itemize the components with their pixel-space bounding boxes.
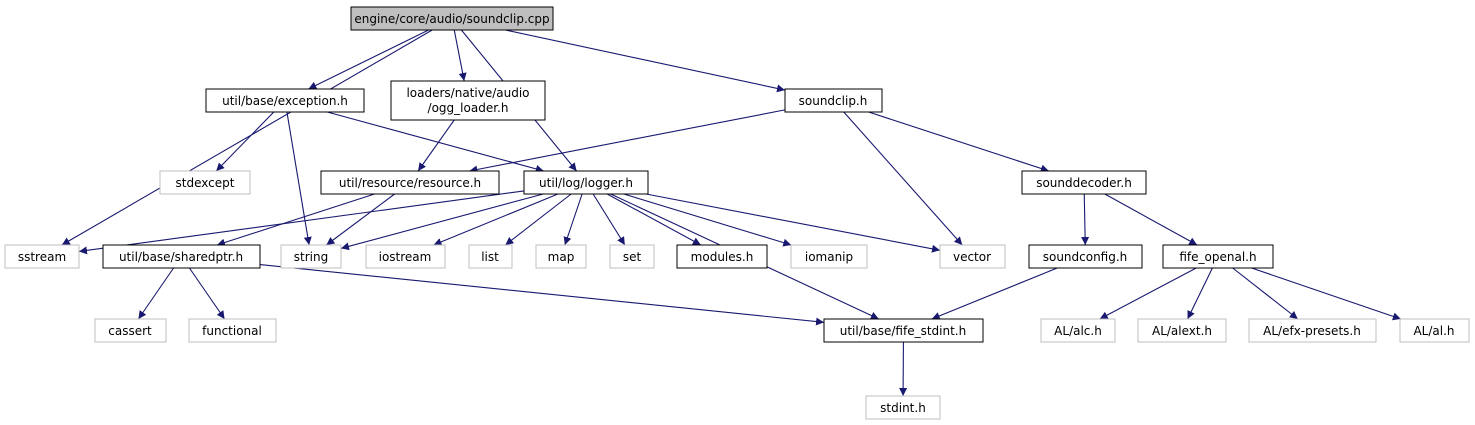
edge-resource-to-string — [326, 193, 395, 246]
node-label: map — [548, 250, 575, 264]
node-functional[interactable]: functional — [188, 318, 277, 343]
node-root[interactable]: engine/core/audio/soundclip.cpp — [350, 6, 554, 31]
edge-logger-to-sstream — [78, 190, 525, 255]
node-sounddecoder[interactable]: sounddecoder.h — [1021, 170, 1147, 195]
node-stdint[interactable]: stdint.h — [865, 395, 941, 420]
edge-openal-to-alc — [1099, 267, 1197, 320]
node-label: AL/efx-presets.h — [1263, 324, 1361, 338]
edge-root-to-sstream — [61, 29, 433, 246]
edge-sharedptr-to-functional — [188, 267, 226, 320]
node-al-alext[interactable]: AL/alext.h — [1137, 318, 1227, 343]
node-fife-stdint[interactable]: util/base/fife_stdint.h — [823, 318, 984, 343]
node-resource[interactable]: util/resource/resource.h — [320, 170, 500, 195]
edge-logger-to-modules — [606, 193, 702, 246]
edge-logger-to-list — [505, 193, 572, 246]
node-label: functional — [202, 324, 262, 338]
node-label: cassert — [108, 324, 152, 338]
node-label: vector — [953, 250, 991, 264]
node-label: stdint.h — [880, 401, 926, 415]
node-label: set — [623, 250, 642, 264]
node-map[interactable]: map — [535, 244, 587, 269]
node-exception[interactable]: util/base/exception.h — [205, 88, 365, 113]
node-label: util/base/fife_stdint.h — [840, 324, 966, 338]
node-al-al[interactable]: AL/al.h — [1399, 318, 1470, 343]
node-set[interactable]: set — [609, 244, 655, 269]
node-label: string — [294, 250, 328, 264]
node-modules[interactable]: modules.h — [676, 244, 768, 269]
node-label: AL/al.h — [1413, 324, 1454, 338]
node-string[interactable]: string — [280, 244, 342, 269]
node-label: iomanip — [805, 250, 853, 264]
edge-logger-to-vector — [645, 193, 941, 253]
node-vector[interactable]: vector — [939, 244, 1006, 269]
edge-resource-to-sharedptr — [216, 193, 375, 247]
node-label: list — [481, 250, 499, 264]
node-label: util/log/logger.h — [539, 176, 633, 190]
node-label: iostream — [379, 250, 432, 264]
node-label: stdexcept — [176, 176, 235, 190]
node-iomanip[interactable]: iomanip — [790, 244, 868, 269]
edges — [61, 29, 1402, 397]
node-sharedptr[interactable]: util/base/sharedptr.h — [102, 244, 261, 269]
edge-sounddecoder-to-openal — [1104, 193, 1198, 246]
node-stdexcept[interactable]: stdexcept — [159, 170, 251, 195]
node-al-alc[interactable]: AL/alc.h — [1040, 318, 1116, 343]
node-label: util/resource/resource.h — [339, 176, 481, 190]
edge-ogg-to-resource — [417, 119, 455, 172]
node-sstream[interactable]: sstream — [4, 244, 80, 269]
edge-soundconfig-to-fifestdint — [931, 267, 1058, 320]
edge-sounddecoder-to-soundconfig — [1081, 193, 1090, 246]
edge-exception-to-string — [286, 111, 312, 246]
edge-soundclip_h-to-vector — [843, 111, 963, 246]
node-label: modules.h — [691, 250, 754, 264]
edge-openal-to-efx — [1232, 267, 1299, 320]
edge-logger-to-map — [563, 193, 583, 246]
node-label: soundclip.h — [799, 94, 868, 108]
node-iostream[interactable]: iostream — [365, 244, 446, 269]
node-label: fife_openal.h — [1179, 250, 1256, 264]
edge-logger-to-set — [592, 193, 626, 246]
edge-root-to-ogg — [453, 29, 467, 82]
node-label: sounddecoder.h — [1036, 176, 1132, 190]
node-label: sstream — [18, 250, 66, 264]
edge-sharedptr-to-fifestdint — [259, 263, 825, 326]
node-soundconfig[interactable]: soundconfig.h — [1028, 244, 1143, 269]
node-label: AL/alext.h — [1152, 324, 1212, 338]
edge-soundclip_h-to-sounddecoder — [868, 111, 1050, 173]
node-label: AL/alc.h — [1054, 324, 1102, 338]
node-al-efx-presets[interactable]: AL/efx-presets.h — [1248, 318, 1377, 343]
node-fife-openal[interactable]: fife_openal.h — [1162, 244, 1274, 269]
nodes: engine/core/audio/soundclip.cpp util/bas… — [4, 6, 1470, 420]
node-label-line-2: /ogg_loader.h — [428, 101, 509, 115]
edge-logger-to-iostream — [433, 193, 559, 246]
node-soundclip-h[interactable]: soundclip.h — [784, 88, 883, 113]
edge-logger-to-string — [340, 193, 544, 251]
node-label: soundconfig.h — [1043, 250, 1128, 264]
edge-root-to-soundclip_h — [505, 29, 786, 93]
node-label: engine/core/audio/soundclip.cpp — [354, 12, 549, 26]
node-label: util/base/sharedptr.h — [119, 250, 243, 264]
edge-exception-to-logger — [327, 111, 544, 173]
node-list[interactable]: list — [468, 244, 513, 269]
edge-sharedptr-to-cassert — [137, 267, 175, 320]
edge-logger-to-iomanip — [623, 193, 792, 247]
edge-root-to-exception — [308, 29, 429, 90]
edge-soundclip_h-to-resource — [469, 109, 786, 174]
node-ogg-loader[interactable]: loaders/native/audio /ogg_loader.h — [390, 80, 546, 121]
node-logger[interactable]: util/log/logger.h — [523, 170, 649, 195]
edge-openal-to-alext — [1187, 267, 1213, 320]
node-label-line-1: loaders/native/audio — [406, 86, 529, 100]
edge-openal-to-al — [1251, 267, 1402, 321]
node-label: util/base/exception.h — [222, 94, 348, 108]
node-cassert[interactable]: cassert — [94, 318, 167, 343]
edge-exception-to-stdexcept — [215, 111, 275, 172]
